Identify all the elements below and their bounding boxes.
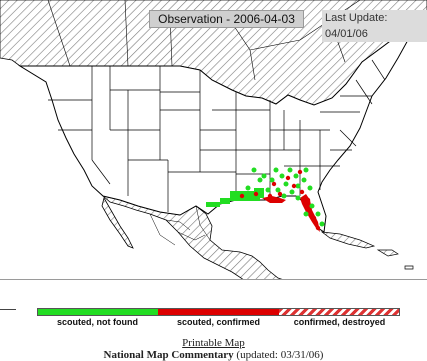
legend-label-not-found: scouted, not found bbox=[57, 317, 138, 327]
commentary-title[interactable]: National Map Commentary bbox=[103, 349, 234, 361]
commentary-updated-date: (updated: 03/31/06) bbox=[233, 349, 324, 361]
map-area[interactable] bbox=[0, 0, 427, 280]
legend-swatch-not-found bbox=[38, 309, 159, 315]
florida-confirmed-area bbox=[300, 194, 320, 232]
map-legend: scouted, not found scouted, confirmed co… bbox=[37, 308, 400, 327]
hispaniola-island bbox=[376, 249, 399, 257]
map-canvas bbox=[0, 0, 427, 279]
usa-region bbox=[18, 29, 409, 233]
baja-california bbox=[101, 196, 134, 249]
legend-label-confirmed: scouted, confirmed bbox=[176, 317, 260, 327]
left-divider bbox=[0, 309, 16, 310]
legend-color-bar bbox=[37, 308, 400, 316]
puerto-rico-island bbox=[404, 265, 414, 270]
last-update-label: Last Update: 04/01/06 bbox=[322, 10, 427, 42]
legend-swatch-destroyed bbox=[278, 309, 399, 315]
printable-map-link[interactable]: Printable Map bbox=[182, 337, 245, 349]
legend-swatch-confirmed bbox=[158, 309, 279, 315]
observation-date-label: Observation - 2006-04-03 bbox=[149, 10, 304, 28]
legend-label-destroyed: confirmed, destroyed bbox=[293, 317, 386, 327]
cuba-island bbox=[320, 231, 376, 249]
panhandle-confirmed-area bbox=[262, 196, 286, 203]
national-map-commentary[interactable]: National Map Commentary (updated: 03/31/… bbox=[0, 349, 427, 361]
observation-points bbox=[206, 167, 325, 231]
mexico-state-lines bbox=[149, 205, 211, 246]
state-boundaries bbox=[48, 59, 386, 212]
